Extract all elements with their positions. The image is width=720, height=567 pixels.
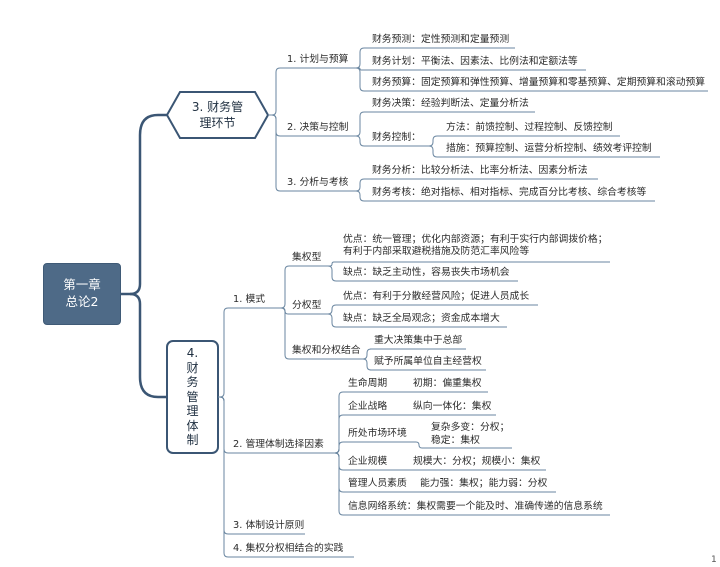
leaf-financial-forecast: 财务预测：定性预测和定量预测 [372, 34, 510, 45]
sub-connectors [218, 47, 708, 558]
topic-title-line-2: 理环节 [199, 116, 236, 130]
subtopic-decision-control: 2. 决策与控制 [287, 122, 349, 133]
connector-line [280, 307, 290, 360]
subtopic-financial-control: 财务控制： [372, 132, 421, 143]
subtopic-modes: 1. 模式 [233, 294, 266, 305]
connector-line [426, 135, 440, 147]
connector-line [352, 47, 366, 69]
leaf-financial-assessment: 财务考核：绝对指标、相对指标、完成百分比考核、综合考核等 [372, 187, 647, 198]
connector-line [352, 190, 366, 202]
central-topic-line-2: 总论2 [65, 294, 99, 309]
factor-strategy: 企业战略 [348, 401, 388, 412]
connector-line [352, 111, 366, 137]
main-branch-line-upper [121, 113, 167, 296]
leaf-centralized-pros: 优点：统一管理；优化内部资源；有利于实行内部调拨价格； 有利于内部采取避税措施及… [343, 234, 608, 258]
subtopic-design-principles: 3. 体制设计原则 [233, 520, 305, 531]
title-char: 管 [186, 389, 199, 404]
topic-title-line-1: 3. 财务管 [191, 100, 244, 114]
factor-detail-line: 复杂多变：分权； [431, 422, 510, 433]
connector-line [218, 396, 229, 535]
connector-line [362, 348, 372, 360]
leaf-combined-item: 赋予所属单位自主经营权 [374, 356, 482, 367]
leaf-centralized-cons: 缺点：缺乏主动性，容易丧失市场机会 [343, 267, 510, 278]
leaf-financial-decision: 财务决策：经验判断法、定量分析法 [372, 98, 529, 109]
leaf-financial-plan: 财务计划：平衡法、因素法、比例法和定额法等 [372, 56, 578, 67]
connector-line [352, 135, 366, 147]
leaf-control-measures: 措施：预算控制、运营分析控制、绩效考评控制 [446, 143, 652, 154]
connector-line [352, 178, 366, 192]
title-char: 体 [186, 418, 199, 433]
page-number: 1 [711, 555, 717, 565]
factor-life-cycle: 生命周期 [348, 378, 388, 389]
mode-combined: 集权和分权结合 [292, 345, 361, 356]
factor-detail: 规模大：分权；规模小：集权 [413, 456, 541, 467]
connector-line [327, 304, 337, 315]
connector-line [218, 307, 229, 398]
connector-line [413, 441, 425, 449]
mode-decentralized: 分权型 [292, 300, 322, 311]
central-topic-line-1: 第一章 [63, 277, 101, 292]
subtopic-selection-factors: 2. 管理体制选择因素 [233, 439, 324, 450]
title-char: 制 [186, 433, 199, 447]
connector-line [268, 114, 282, 192]
connector-line [362, 358, 372, 371]
connector-line [268, 67, 282, 116]
central-topic: 第一章 总论2 [43, 263, 121, 325]
leaf-decentralized-pros: 优点：有利于分散经营风险；促进人员成长 [343, 291, 530, 302]
title-char: 理 [186, 404, 199, 418]
connector-line [327, 265, 337, 282]
leaf-control-methods: 方法：前馈控制、过程控制、反馈控制 [446, 122, 613, 133]
factor-scale: 企业规模 [348, 456, 388, 467]
topic-management-links-title: 3. 财务管 理环节 [167, 99, 268, 131]
main-branch-line-lower [129, 292, 167, 399]
leaf-combined-item: 重大决策集中于总部 [374, 335, 463, 346]
leaf-financial-analysis: 财务分析：比较分析法、比率分析法、因素分析法 [372, 165, 588, 176]
title-char: 4. [186, 346, 199, 360]
topic-management-system-title: 4. 财 务 管 理 体 制 [167, 346, 218, 448]
mode-centralized: 集权型 [292, 252, 322, 263]
connector-line [328, 261, 337, 267]
leaf-financial-budget: 财务预算：固定预算和弹性预算、增量预算和零基预算、定期预算和滚动预算 [372, 77, 706, 88]
leaf-line: 有利于内部采取避税措施及防范汇率风险等 [343, 246, 530, 257]
connector-line [334, 452, 344, 516]
leaf-decentralized-cons: 缺点：缺乏全局观念；资金成本增大 [343, 313, 500, 324]
subtopic-practice: 4. 集权分权相结合的实践 [233, 543, 344, 554]
subtopic-analysis-assessment: 3. 分析与考核 [287, 177, 349, 188]
factor-detail: 纵向一体化：集权 [413, 401, 492, 412]
leaf-line: 优点：统一管理；优化内部资源；有利于实行内部调拨价格； [343, 234, 608, 245]
factor-detail: 能力强：集权；能力弱：分权 [420, 478, 548, 489]
factor-detail: 初期：偏重集权 [413, 378, 482, 389]
factor-detail-line: 稳定：集权 [431, 435, 480, 446]
factor-info-system: 信息网络系统：集权需要一个能及时、准确传递的信息系统 [348, 501, 603, 512]
title-char: 财 [186, 360, 199, 375]
title-char: 务 [186, 375, 199, 389]
connector-line [334, 441, 344, 454]
factor-detail: 复杂多变：分权； 稳定：集权 [431, 421, 509, 447]
subtopic-plan-budget: 1. 计划与预算 [287, 54, 349, 65]
connector-line [352, 67, 366, 92]
connector-line [327, 313, 337, 328]
factor-manager-quality: 管理人员素质 [348, 478, 407, 489]
connector-line [280, 265, 290, 309]
connector-line [218, 396, 229, 558]
connector-line [426, 145, 440, 158]
connector-line [268, 114, 282, 137]
factor-market-environment: 所处市场环境 [348, 428, 407, 439]
connector-line [218, 396, 229, 454]
connector-line [352, 67, 366, 71]
